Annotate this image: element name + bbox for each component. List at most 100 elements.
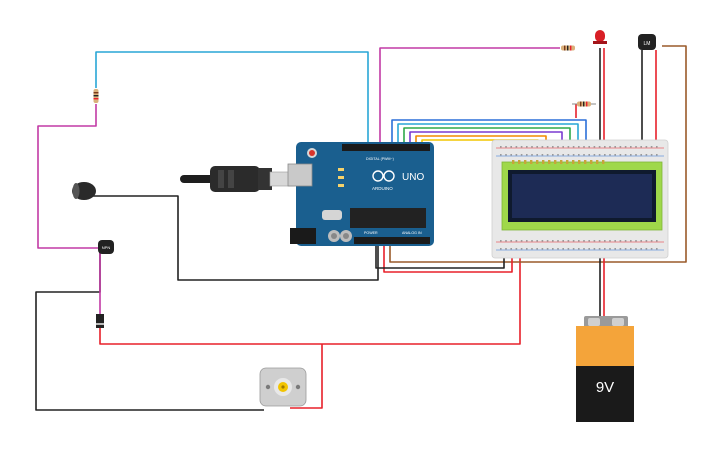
breadboard-hole: [619, 248, 622, 250]
breadboard-hole: [541, 146, 544, 148]
breadboard-hole: [562, 248, 564, 250]
breadboard-hole: [536, 248, 538, 250]
breadboard-hole: [572, 154, 575, 156]
breadboard-hole: [520, 146, 523, 148]
breadboard-hole: [546, 248, 549, 250]
breadboard-hole: [624, 154, 627, 156]
breadboard-hole: [500, 146, 502, 148]
breadboard-hole: [640, 154, 642, 156]
breadboard-hole: [650, 240, 653, 242]
breadboard-hole: [505, 154, 507, 156]
breadboard-hole: [531, 248, 533, 250]
breadboard-hole: [593, 146, 596, 148]
breadboard-hole: [567, 146, 570, 148]
arduino-sub-text: ARDUINO: [372, 186, 393, 191]
lcd-pin: [572, 160, 575, 164]
breadboard-hole: [645, 240, 648, 242]
breadboard-hole: [588, 248, 590, 250]
breadboard-hole: [624, 248, 627, 250]
breadboard-holes: [500, 146, 658, 250]
breadboard-hole: [614, 240, 616, 242]
diode: [96, 314, 104, 328]
breadboard-hole: [583, 240, 585, 242]
breadboard-hole: [578, 154, 580, 156]
breadboard-hole: [505, 248, 507, 250]
breadboard-hole: [650, 154, 653, 156]
transistor: NPN: [98, 240, 114, 254]
breadboard-hole: [604, 146, 606, 148]
lcd-pin: [596, 160, 599, 164]
wire-magenta-left: [37, 104, 100, 249]
breadboard-hole: [588, 240, 590, 242]
breadboard-hole: [567, 240, 570, 242]
lcd-pin: [584, 160, 587, 164]
lcd-pin: [578, 160, 581, 164]
breadboard-hole: [526, 240, 528, 242]
breadboard-hole: [572, 146, 575, 148]
breadboard-hole: [656, 240, 658, 242]
arduino-brand-text: UNO: [402, 172, 424, 183]
breadboard-hole: [572, 248, 575, 250]
breadboard-hole: [557, 240, 559, 242]
breadboard-hole: [552, 146, 554, 148]
lcd-pin: [554, 160, 557, 164]
breadboard-hole: [541, 240, 544, 242]
breadboard-hole: [578, 146, 580, 148]
breadboard-hole: [500, 240, 502, 242]
breadboard-hole: [640, 240, 642, 242]
wire-power-black: [375, 244, 505, 269]
resistor-lcd: [572, 101, 596, 107]
breadboard-hole: [520, 248, 523, 250]
breadboard-hole: [520, 240, 523, 242]
arduino-power-label: POWER: [364, 231, 378, 235]
lcd-pin: [524, 160, 527, 164]
lcd-pin: [542, 160, 545, 164]
breadboard-hole: [650, 146, 653, 148]
breadboard-hole: [562, 154, 564, 156]
breadboard-hole: [515, 240, 518, 242]
battery-9v: 9V: [576, 316, 634, 422]
breadboard-hole: [645, 146, 648, 148]
breadboard-hole: [567, 248, 570, 250]
breadboard-hole: [614, 146, 616, 148]
wire-sensor-brown: [389, 45, 687, 263]
breadboard-hole: [656, 146, 658, 148]
wire-black-left: [35, 248, 264, 411]
breadboard-hole: [609, 248, 611, 250]
breadboard-hole: [552, 154, 554, 156]
breadboard-hole: [656, 248, 658, 250]
breadboard-hole: [578, 248, 580, 250]
lcd-pin: [560, 160, 563, 164]
breadboard-hole: [562, 146, 564, 148]
breadboard-hole: [515, 146, 518, 148]
breadboard-hole: [531, 154, 533, 156]
svg-text:NPN: NPN: [102, 245, 111, 250]
breadboard-hole: [598, 146, 601, 148]
breadboard-hole: [541, 154, 544, 156]
capacitor-left: [72, 182, 96, 200]
breadboard-hole: [557, 154, 559, 156]
breadboard-hole: [593, 248, 596, 250]
breadboard-hole: [583, 248, 585, 250]
breadboard-hole: [500, 154, 502, 156]
breadboard-hole: [624, 146, 627, 148]
arduino-uno-board: UNO ARDUINO DIGITAL (PWM~) POWER ANALOG …: [287, 142, 434, 246]
breadboard-hole: [520, 154, 523, 156]
breadboard-hole: [552, 240, 554, 242]
breadboard-hole: [588, 146, 590, 148]
breadboard-hole: [557, 146, 559, 148]
resistor-top: [561, 45, 575, 51]
breadboard-hole: [583, 154, 585, 156]
breadboard-hole: [619, 146, 622, 148]
breadboard-hole: [562, 240, 564, 242]
breadboard-hole: [515, 154, 518, 156]
breadboard-hole: [635, 248, 637, 250]
breadboard-hole: [567, 154, 570, 156]
lcd-display: [501, 160, 663, 231]
breadboard-hole: [619, 154, 622, 156]
breadboard-hole: [630, 154, 632, 156]
breadboard-hole: [515, 248, 518, 250]
breadboard-hole: [505, 146, 507, 148]
battery-label: 9V: [596, 379, 614, 396]
